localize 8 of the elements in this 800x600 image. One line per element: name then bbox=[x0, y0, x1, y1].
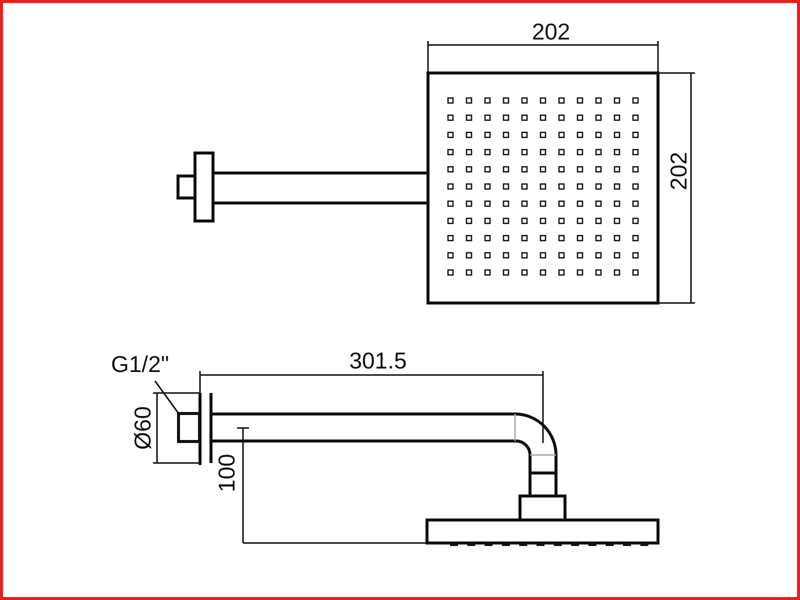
dimension-label: Ø60 bbox=[132, 406, 154, 450]
thread-label: G1/2" bbox=[111, 353, 170, 376]
dimension-label: 202 bbox=[668, 152, 690, 190]
dimension-label: 301.5 bbox=[349, 350, 407, 372]
pipe-nipple bbox=[177, 412, 201, 443]
leader-line bbox=[154, 380, 180, 414]
dimension-label: 202 bbox=[532, 20, 570, 44]
dimension-label: 100 bbox=[216, 454, 238, 492]
